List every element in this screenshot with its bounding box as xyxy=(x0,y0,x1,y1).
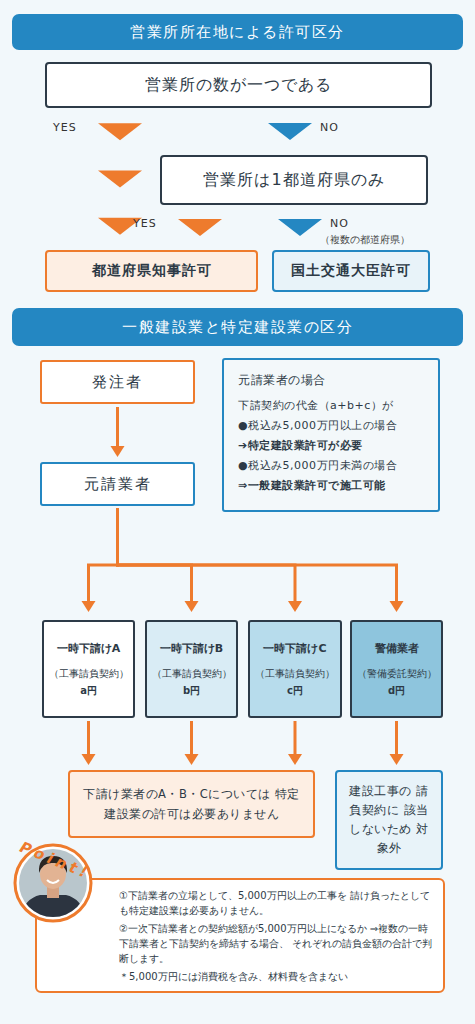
note-box: 元請業者の場合下請契約の代金（a+b+c）が●税込み5,000万円以上の場合➔特… xyxy=(222,358,440,512)
connector-line xyxy=(118,508,296,602)
flow-connector xyxy=(178,219,222,236)
node-text: 営業所の数が一つである xyxy=(145,75,332,96)
note-label: （複数の都道府県） xyxy=(320,234,410,247)
node-text: c円 xyxy=(287,683,303,698)
conclusion-box: 建設工事の 請負契約に 該当しないため 対象外 xyxy=(335,770,443,870)
conclusion-box: 下請け業者のA・B・Cについては 特定建設業の許可は必要ありません xyxy=(68,770,315,838)
person-body xyxy=(18,895,88,925)
subcontractor-box: 一時下請けA （工事請負契約） a円 xyxy=(42,620,135,718)
chevron-arrow xyxy=(278,219,322,236)
node-text: （工事請負契約） xyxy=(255,666,335,681)
node-text: 一般建設業と特定建設業の区分 xyxy=(122,318,353,337)
flow-connector xyxy=(82,508,118,612)
connector-line xyxy=(118,508,397,602)
result-box: 国土交通大臣許可 xyxy=(272,250,430,292)
node-text: 警備業者 xyxy=(375,641,419,656)
node-text: 下請け業者のA・B・Cについては 特定建設業の許可は必要ありません xyxy=(82,784,301,824)
node-text: 発注者 xyxy=(92,373,143,392)
node-text: 営業所は1都道府県のみ xyxy=(203,170,384,191)
arrow-head xyxy=(82,601,96,612)
flow-connector xyxy=(390,721,404,765)
node-text: a円 xyxy=(80,683,97,698)
edge-label: YES xyxy=(53,121,77,134)
party-box: 発注者 xyxy=(40,360,195,404)
connector-line xyxy=(294,721,297,755)
decision-box: 営業所の数が一つである xyxy=(45,62,432,108)
node-text: （工事請負契約） xyxy=(152,666,232,681)
connector-line xyxy=(89,508,118,602)
arrow-head xyxy=(288,601,302,612)
node-text: ⇒一般建設業許可で施工可能 xyxy=(238,476,386,496)
node-text: 一時下請けC xyxy=(263,641,326,656)
edge-label: NO xyxy=(320,121,339,134)
arrow-head xyxy=(390,601,404,612)
chevron-arrow xyxy=(268,123,312,140)
party-box: 元請業者 xyxy=(40,462,195,506)
node-text: b円 xyxy=(183,683,200,698)
chevron-arrow xyxy=(178,219,222,236)
connector-line xyxy=(190,721,193,755)
flow-connector xyxy=(185,721,199,765)
node-text: 都道府県知事許可 xyxy=(92,262,212,280)
section-header: 一般建設業と特定建設業の区分 xyxy=(12,308,463,346)
node-text: （工事請負契約） xyxy=(49,666,129,681)
chevron-arrow xyxy=(98,171,142,188)
node-text: ①下請業者の立場として、5,000万円以上の工事を 請け負ったとしても特定建設業… xyxy=(119,888,433,918)
node-text: 元請業者 xyxy=(84,475,152,494)
point-label: Point! xyxy=(17,838,93,883)
node-text: ➔特定建設業許可が必要 xyxy=(238,436,363,456)
edge-label: YES xyxy=(133,217,157,230)
chevron-arrow xyxy=(98,123,142,140)
flow-connector xyxy=(278,219,322,236)
arrow-head xyxy=(185,601,199,612)
flow-connector xyxy=(82,721,96,765)
arrow-head xyxy=(288,754,302,765)
arrow-head xyxy=(390,754,404,765)
flow-connector xyxy=(288,721,302,765)
connector-line xyxy=(116,407,119,447)
node-text: ●税込み5,000万円以上の場合 xyxy=(238,416,397,436)
edge-label: NO xyxy=(330,217,349,230)
connector-line xyxy=(395,721,398,755)
decision-box: 営業所は1都道府県のみ xyxy=(160,155,428,205)
connector-line xyxy=(87,721,90,755)
flow-connector xyxy=(268,123,312,140)
node-text: 元請業者の場合 xyxy=(238,370,326,390)
section-header: 営業所所在地による許可区分 xyxy=(12,14,463,50)
flow-connector xyxy=(118,508,199,612)
flow-connector xyxy=(118,508,303,612)
node-text: 営業所所在地による許可区分 xyxy=(130,23,345,42)
arrow-head xyxy=(185,754,199,765)
node-text: （警備委託契約） xyxy=(357,666,437,681)
connector-line xyxy=(118,508,192,602)
arrow-head xyxy=(82,754,96,765)
node-text: d円 xyxy=(388,683,405,698)
point-box: ①下請業者の立場として、5,000万円以上の工事を 請け負ったとしても特定建設業… xyxy=(35,878,445,993)
node-text: ②一次下請業者との契約総額が5,000万円以上になるか ⇒複数の一時下請業者と下… xyxy=(119,921,433,966)
flow-connector xyxy=(111,407,125,457)
person-smile xyxy=(47,880,59,883)
node-text: ＊5,000万円には消費税を含み、材料費を含まない xyxy=(119,969,348,984)
subcontractor-box: 一時下請けB （工事請負契約） b円 xyxy=(145,620,238,718)
subcontractor-box: 警備業者 （警備委託契約） d円 xyxy=(350,620,443,718)
node-text: 一時下請けA xyxy=(57,641,121,656)
arrow-head xyxy=(111,446,125,457)
node-text: 下請契約の代金（a+b+c）が xyxy=(238,396,394,416)
result-box: 都道府県知事許可 xyxy=(45,250,258,292)
subcontractor-box: 一時下請けC （工事請負契約） c円 xyxy=(248,620,342,718)
node-text: 一時下請けB xyxy=(160,641,223,656)
node-text: ●税込み5,000万円未満の場合 xyxy=(238,456,397,476)
node-text: 国土交通大臣許可 xyxy=(291,262,411,280)
node-text: 建設工事の 請負契約に 該当しないため 対象外 xyxy=(345,782,433,858)
flow-connector xyxy=(118,508,404,612)
